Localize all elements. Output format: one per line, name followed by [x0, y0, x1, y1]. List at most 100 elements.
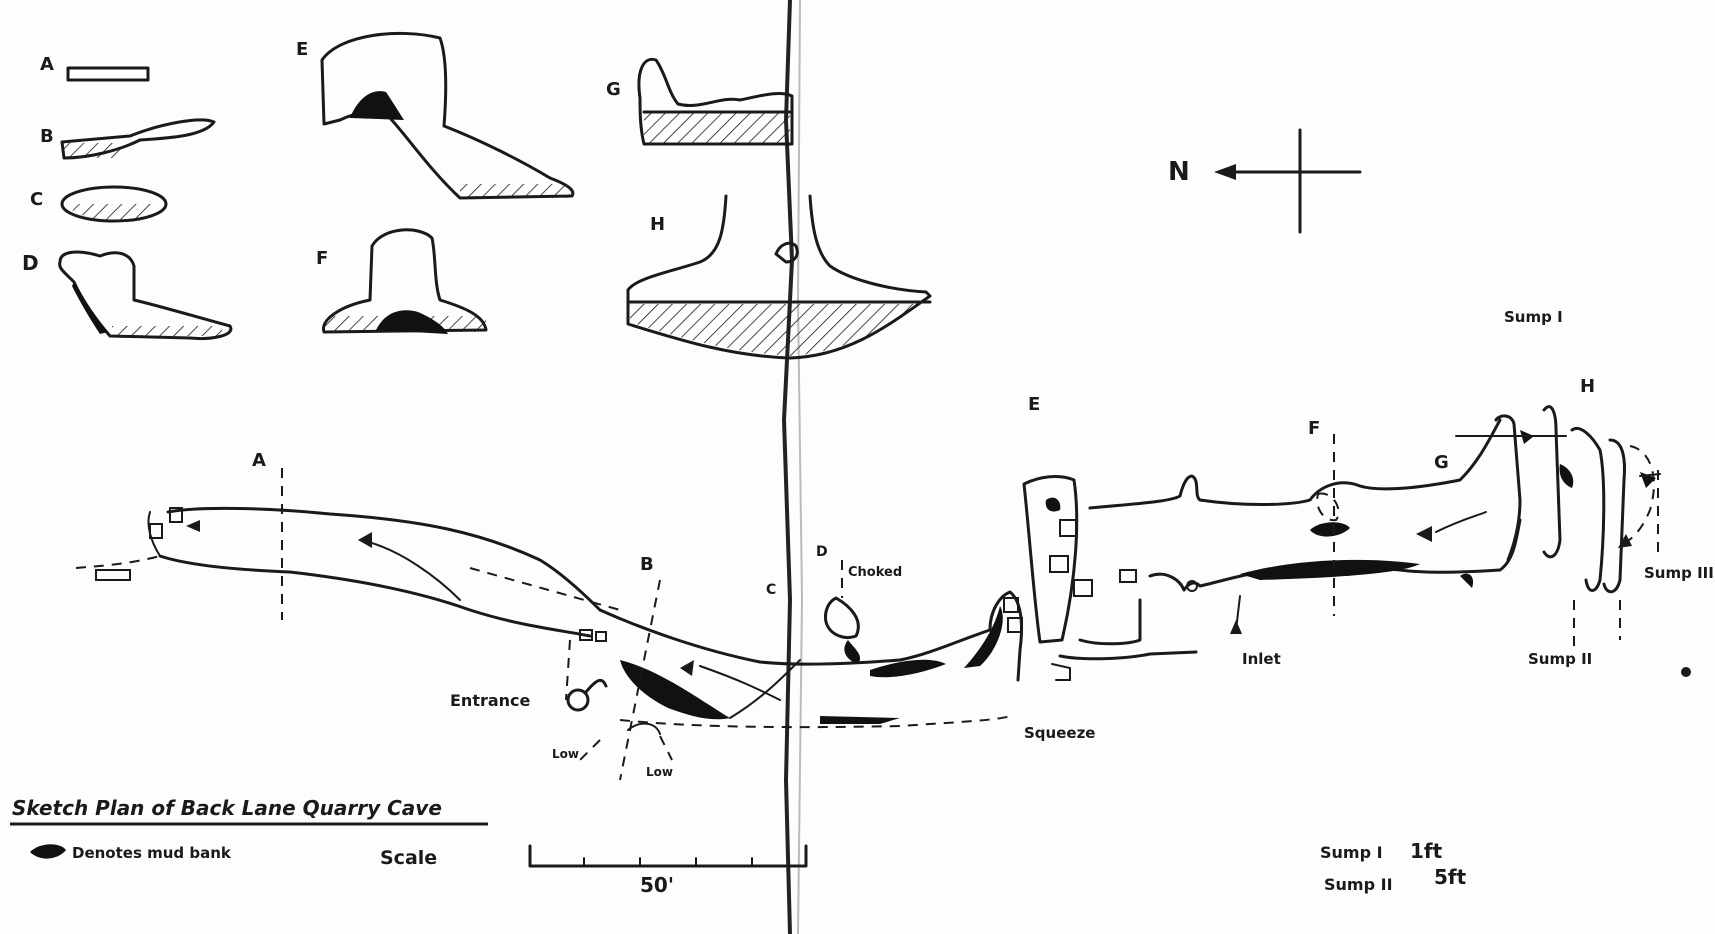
mud-bank — [844, 640, 861, 664]
mud-bank — [620, 660, 730, 720]
section-a: A — [40, 54, 150, 82]
cave-plan: Choked Entrance Low Low Squeeze — [75, 308, 1714, 779]
marker-f: F — [1308, 418, 1320, 439]
squeeze-label: Squeeze — [1024, 724, 1095, 742]
plan-section-markers: A B C D E F G H — [252, 376, 1595, 781]
section-h-boulder — [774, 241, 799, 264]
section-h: H — [626, 194, 932, 360]
flow-arrow-west-end — [186, 520, 200, 532]
section-c: C — [30, 185, 168, 223]
sump-marker — [1639, 473, 1661, 477]
flow-arrow-central — [680, 660, 694, 676]
dot-mark — [1681, 667, 1691, 677]
section-d-water — [112, 326, 222, 336]
choked-label: Choked — [848, 565, 902, 580]
marker-e: E — [1028, 394, 1040, 415]
section-e-shape — [320, 31, 575, 200]
inlet-arrow — [1230, 620, 1242, 634]
section-g-water — [644, 112, 790, 144]
mud-bank — [964, 606, 1003, 668]
pool — [1186, 580, 1198, 592]
boulder — [1073, 579, 1093, 597]
boulder — [579, 629, 593, 641]
scale-label: Scale — [380, 847, 437, 869]
marker-g: G — [1434, 452, 1449, 473]
boulder — [149, 523, 163, 539]
sump-depths: Sump I 1ft Sump II 5ft — [1320, 839, 1467, 894]
entrance-shaft — [566, 688, 590, 712]
sump-dashed — [1619, 445, 1655, 547]
mud-bank — [1310, 522, 1350, 537]
boulder — [1119, 569, 1137, 583]
passage-west-end — [75, 555, 161, 569]
section-d-mud — [72, 282, 108, 334]
sump-depth-2-name: Sump II — [1324, 875, 1393, 894]
choked-aven — [824, 596, 860, 639]
section-d: D — [22, 250, 233, 340]
boulder — [1007, 617, 1023, 633]
section-h-water — [630, 304, 926, 356]
marker-b-line — [619, 579, 661, 781]
mud-bank — [1460, 573, 1474, 588]
section-a-shape — [66, 66, 150, 82]
passage-wall — [1058, 650, 1198, 661]
boulder — [1049, 555, 1069, 573]
legend-mud-text: Denotes mud bank — [72, 844, 232, 862]
boulder — [1059, 519, 1077, 537]
marker-h: H — [1580, 376, 1595, 397]
sketch-title: Sketch Plan of Back Lane Quarry Cave — [12, 796, 442, 820]
mud-bank — [1045, 497, 1061, 512]
low-label-1: Low — [552, 747, 579, 761]
north-label: N — [1168, 157, 1190, 187]
inlet-label: Inlet — [1242, 650, 1281, 668]
passage-wall — [1078, 598, 1142, 646]
passage-central-upper-wall — [598, 608, 992, 666]
section-f-mud — [376, 310, 448, 334]
section-e-mud — [350, 91, 404, 120]
scale-bar — [528, 844, 808, 868]
section-c-water — [66, 204, 162, 221]
stream-line — [359, 539, 461, 601]
section-g-label: G — [606, 79, 621, 100]
sump-passage — [1542, 405, 1562, 559]
chamber-outline — [1316, 492, 1340, 522]
section-e: E — [296, 31, 575, 200]
sump-depth-2-value: 5ft — [1434, 865, 1467, 889]
sump-2-label: Sump II — [1528, 650, 1592, 668]
entrance-passage — [584, 678, 608, 694]
mud-bank — [1240, 559, 1420, 580]
boulder — [1003, 597, 1019, 613]
mud-bank — [870, 659, 946, 678]
flow-arrow-west — [358, 532, 372, 548]
sump-depth-1-name: Sump I — [1320, 843, 1383, 862]
passage-central-lower-wall — [619, 715, 1011, 729]
marker-c: C — [766, 582, 776, 598]
mud-bank — [1559, 464, 1574, 488]
passage-west-upper-wall — [166, 506, 602, 612]
section-d-shape — [58, 250, 233, 340]
section-c-label: C — [30, 189, 43, 210]
mud-bank — [820, 716, 900, 724]
sump-passage — [1494, 414, 1522, 562]
stream-line — [1435, 511, 1487, 533]
passage-wall — [1051, 663, 1071, 681]
section-h-label: H — [650, 214, 665, 235]
stream-line — [729, 659, 801, 719]
sump-3-label: Sump III — [1644, 564, 1714, 582]
passage-west-lower-wall — [158, 554, 592, 638]
boulder — [95, 569, 131, 581]
title-block: Sketch Plan of Back Lane Quarry Cave Den… — [10, 796, 808, 897]
entrance-dashed — [565, 639, 571, 701]
dashed-outline — [469, 567, 621, 611]
section-e-water — [460, 184, 570, 198]
sump-depth-1-value: 1ft — [1410, 839, 1443, 863]
page-fold-shadow — [796, 0, 804, 934]
scale-distance: 50' — [640, 873, 674, 897]
section-g: G — [606, 57, 794, 146]
flow-arrow-sump — [1618, 534, 1632, 548]
sump-passage — [1570, 427, 1606, 592]
section-g-shape — [637, 57, 794, 146]
section-b-water — [64, 143, 122, 158]
